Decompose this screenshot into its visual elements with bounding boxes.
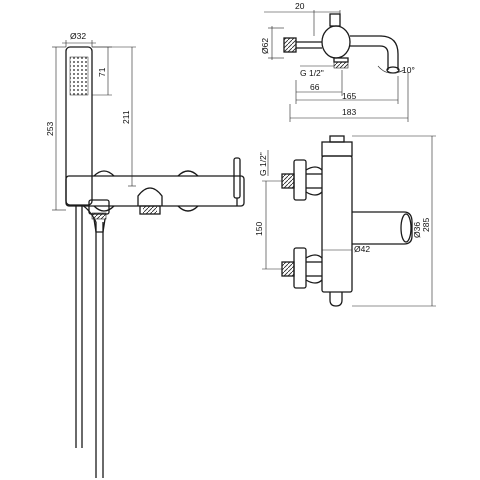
label-inlet-offset: 66 (310, 82, 320, 92)
mixer-lever (233, 157, 241, 206)
label-spout-angle: 10° (402, 65, 415, 75)
label-thread-top: G 1/2" (300, 68, 324, 78)
dim-overall-height: 253 (45, 46, 66, 211)
side-view: G 1/2" 150 Ø42 Ø36 285 (254, 135, 436, 307)
label-overall-width: 183 (342, 107, 356, 117)
dim-handshower-head: 71 (92, 46, 112, 96)
label-spout-reach: 165 (342, 91, 356, 101)
top-view: 20 Ø62 G 1/2" 10° 66 165 183 (260, 1, 415, 122)
dim-handshower-diameter: Ø32 (62, 31, 96, 47)
spout-front (137, 187, 163, 215)
label-body-height: 285 (421, 218, 431, 232)
label-thread-side: G 1/2" (258, 152, 268, 176)
label-handshower-head: 71 (97, 67, 107, 77)
label-outlet-diameter: Ø36 (412, 222, 422, 238)
mixer-body (65, 170, 245, 212)
label-overall-height: 253 (45, 122, 55, 136)
hose-connector (88, 199, 110, 233)
hand-shower (65, 46, 93, 206)
label-handshower-diameter: Ø32 (70, 31, 86, 41)
dim-handshower-height: 211 (92, 46, 136, 187)
shower-hose (75, 204, 104, 478)
label-spout-offset: 20 (295, 1, 305, 11)
front-view: Ø32 71 211 253 (45, 31, 245, 478)
label-body-diameter: Ø62 (260, 38, 270, 54)
label-handshower-height: 211 (121, 110, 131, 124)
label-body-side-diameter: Ø42 (354, 244, 370, 254)
label-inlet-centres: 150 (254, 222, 264, 236)
